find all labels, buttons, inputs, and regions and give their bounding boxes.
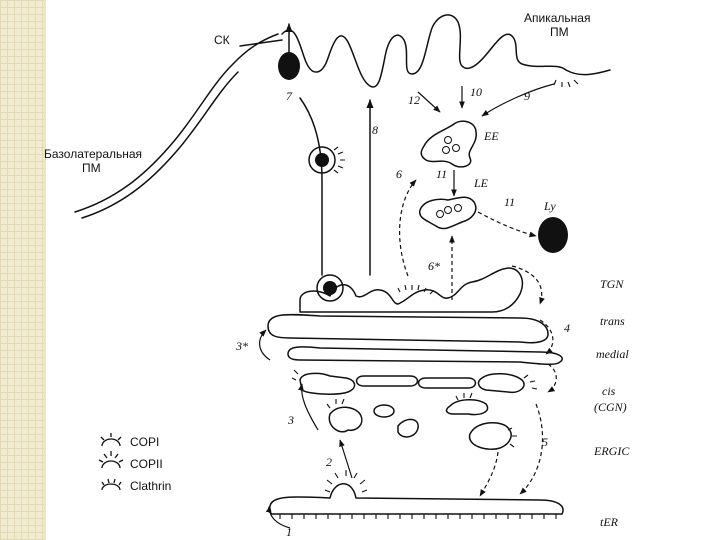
ter-membrane — [267, 483, 564, 515]
label-ee: EE — [483, 129, 499, 143]
label-basolateral-line1: Базолатеральная — [44, 147, 142, 161]
route-num-8: 8 — [372, 123, 378, 137]
secretory-vesicle-core — [315, 153, 329, 167]
cis-cisterna-2 — [355, 375, 419, 387]
ee-vesicle-2 — [452, 144, 460, 152]
route-num-1: 1 — [286, 525, 292, 539]
budding-granule-core — [323, 281, 337, 295]
cis-cisterna-1 — [299, 372, 356, 395]
early-endosome — [420, 120, 477, 168]
compartment-medial: medial — [596, 347, 629, 361]
route-num-11b: 11 — [504, 195, 515, 209]
tgn-cisterna — [299, 267, 524, 313]
cis-cisterna-3 — [417, 377, 477, 389]
route-4-line — [539, 319, 554, 355]
route-5-line — [519, 403, 544, 495]
clathrin-coat-vesicle — [333, 146, 345, 174]
junction-pointer — [239, 39, 283, 47]
le-vesicle-1 — [444, 206, 452, 214]
basolateral-membrane-inner — [81, 71, 239, 219]
copi-coat-cis — [291, 369, 538, 390]
route-2-arrow — [339, 439, 353, 479]
decorative-left-strip — [0, 0, 44, 540]
route-3-arrow — [298, 383, 319, 431]
compartment-ter: tER — [600, 515, 619, 529]
medial-cisterna — [287, 346, 563, 366]
route-num-3s: 3* — [235, 339, 248, 353]
clathrin-legend-icon — [101, 478, 122, 491]
le-vesicle-3 — [436, 210, 444, 218]
trans-cisterna — [267, 313, 549, 344]
ergic-fragment-3 — [445, 399, 489, 416]
route-9-arrow — [481, 83, 555, 117]
route-11-dashed — [477, 211, 537, 238]
basolateral-membrane — [74, 33, 279, 213]
ergic-fragment-4 — [468, 421, 512, 450]
legend-copii: COPII — [130, 457, 163, 471]
copi-legend-icon — [100, 433, 122, 447]
route-1-arrow — [265, 505, 291, 529]
route-12-arrow — [417, 91, 441, 113]
route-num-7: 7 — [286, 89, 293, 103]
route-3s-arrow — [259, 329, 271, 361]
secretory-vesicle — [308, 146, 336, 174]
copii-coat-ter — [324, 470, 368, 493]
route-num-6s: 6* — [428, 259, 440, 273]
cis-cisterna-4 — [477, 373, 525, 394]
ter-ribosome-spikes — [279, 514, 557, 519]
route-num-12: 12 — [408, 93, 420, 107]
apical-granule — [278, 52, 300, 80]
late-endosome — [418, 196, 477, 230]
legend-clathrin: Clathrin — [130, 479, 171, 493]
label-ly: Ly — [543, 199, 556, 213]
route-tgn-loop — [511, 265, 545, 305]
clathrin-coat-apical — [553, 79, 579, 88]
copi-coat-ergic — [326, 392, 517, 448]
ergic-vesicle — [373, 404, 395, 418]
label-basolateral-line2: ПМ — [82, 161, 101, 175]
route-ergic-down — [479, 451, 499, 497]
apical-membrane — [281, 14, 611, 88]
compartment-cis: cis — [602, 384, 616, 398]
label-apical-line1: Апикальная — [524, 11, 590, 25]
compartment-trans: trans — [600, 314, 625, 328]
compartment-cgn: (CGN) — [594, 400, 627, 414]
le-vesicle-2 — [454, 204, 462, 212]
label-apical-line2: ПМ — [550, 25, 569, 39]
ergic-fragment-1 — [328, 406, 363, 433]
route-num-4: 4 — [564, 321, 570, 335]
legend-copi: COPI — [130, 435, 159, 449]
lysosome — [538, 217, 568, 253]
ergic-fragment-2 — [397, 418, 419, 438]
decorative-left-strip-edge — [44, 0, 46, 540]
route-num-2: 2 — [326, 455, 332, 469]
route-6-line — [399, 179, 417, 277]
route-num-5: 5 — [542, 435, 548, 449]
label-le: LE — [473, 176, 489, 190]
route-num-3: 3 — [287, 413, 294, 427]
route-num-6: 6 — [396, 167, 402, 181]
copii-legend-icon — [98, 451, 124, 469]
route-7-line — [299, 97, 323, 276]
label-ck: СК — [214, 33, 230, 47]
compartment-tgn: TGN — [600, 277, 624, 291]
clathrin-coat-tgn — [397, 284, 434, 295]
budding-granule — [316, 274, 344, 302]
route-num-10: 10 — [470, 85, 482, 99]
route-num-9: 9 — [524, 89, 530, 103]
ee-vesicle-1 — [444, 136, 452, 144]
route-num-11a: 11 — [436, 167, 447, 181]
compartment-ergic: ERGIC — [593, 444, 630, 458]
ee-vesicle-3 — [442, 146, 450, 154]
route-medial-loop — [547, 363, 557, 393]
